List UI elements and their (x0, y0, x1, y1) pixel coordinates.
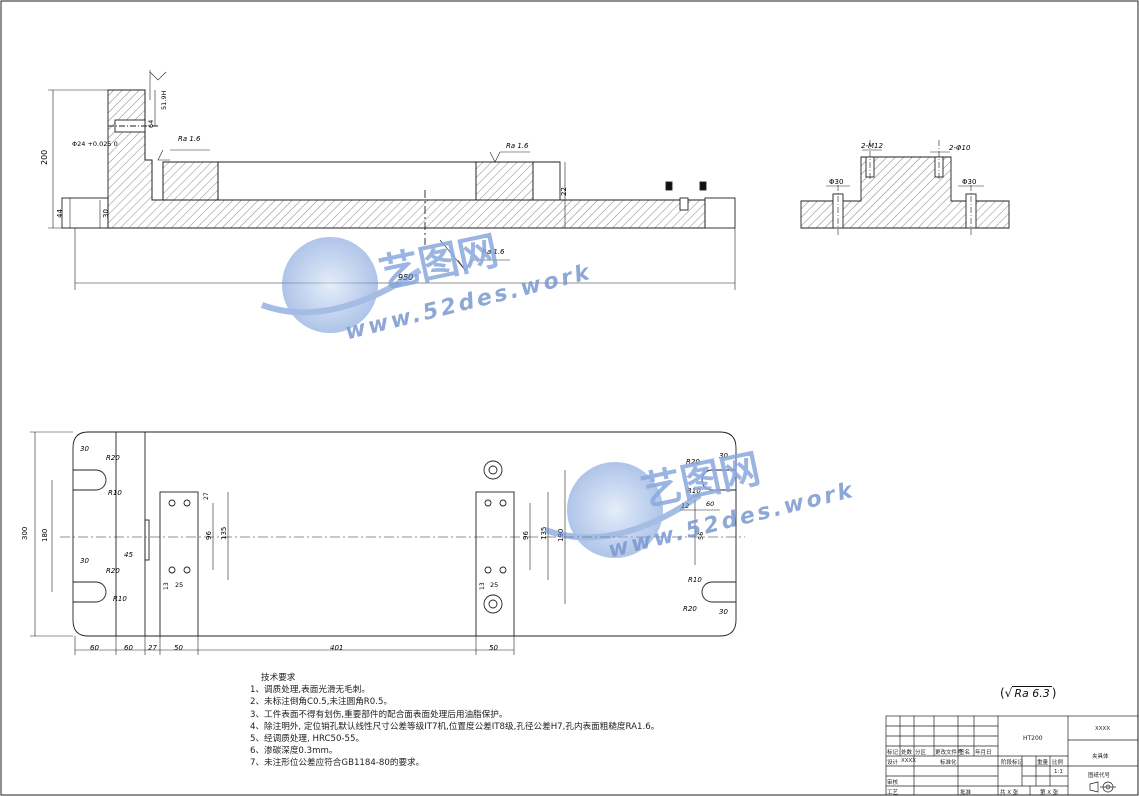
dim-135-b: 135 (540, 527, 548, 540)
dim-56: 56 (697, 532, 705, 540)
roughness-2: Ra 1.6 (506, 142, 529, 150)
tb-cell: 年月日 (975, 750, 992, 756)
note-line: 3、工件表面不得有划伤,重要部件的配合面表面处理后用油脂保护。 (250, 709, 508, 720)
projection-symbol (1089, 781, 1116, 793)
dim-44: 44 (56, 209, 64, 218)
tb-scale: 1:1 (1054, 769, 1063, 775)
dim-phi24: Φ24 +0.025 0 (72, 140, 118, 148)
tb-cell: 处数 (901, 750, 913, 756)
tb-stage: 阶段标记 (1001, 760, 1024, 766)
dim-300: 300 (21, 527, 29, 540)
dim-30: 30 (102, 209, 110, 218)
note-line: 2、未标注倒角C0.5,未注圆角R0.5。 (250, 697, 393, 708)
tb-sheet: 第 X 张 (1040, 790, 1059, 796)
side-section-view (800, 140, 1010, 235)
note-line: 4、除注明外, 定位销孔默认线性尺寸公差等级IT7机,位置度公差IT8级,孔径公… (250, 721, 660, 732)
dim-flat: 51.9H (160, 91, 168, 110)
roughness-3: Ra 1.6 (482, 248, 505, 256)
plan-view (30, 431, 745, 655)
dim-96-b: 96 (522, 531, 530, 540)
dim-30-b: 30 (80, 557, 89, 565)
dim-r20-b: R20 (106, 567, 120, 575)
dim-401: 401 (330, 644, 343, 652)
tb-weight: 重量 (1037, 760, 1049, 766)
tb-sheets: 共 X 张 (1000, 790, 1019, 796)
roughness-value: Ra 6.3 (1012, 686, 1052, 700)
tb-designer: XXXX (901, 758, 917, 764)
dim-22: 22 (560, 187, 568, 196)
dim-25-a: 25 (175, 581, 183, 589)
dim-200: 200 (40, 150, 49, 165)
dim-27: 27 (148, 644, 157, 652)
dim-30-a: 30 (80, 445, 89, 453)
dim-r20-a: R20 (106, 454, 120, 462)
tb-cell: 标记 (887, 750, 899, 756)
dim-135-a: 135 (220, 527, 228, 540)
dim-13-b: 13 (479, 582, 486, 590)
tb-drawing-no: 图纸代号 (1088, 773, 1111, 779)
dim-r10-a: R10 (108, 489, 122, 497)
tb-design: 设计 (887, 760, 899, 766)
notes-title: 技术要求 (261, 673, 296, 683)
title-block (885, 715, 1139, 796)
watermark-logo-2 (543, 462, 702, 558)
dim-25-b: 25 (490, 581, 498, 589)
technical-requirements: 技术要求 1、调质处理,表面光滑无毛刺。 2、未标注倒角C0.5,未注圆角R0.… (250, 672, 659, 770)
label-phi10: 2-Φ10 (949, 144, 971, 152)
front-section-view (48, 70, 736, 290)
dim-r20-c: R20 (686, 458, 700, 466)
dim-30-d: 30 (719, 608, 728, 616)
tb-material: HT200 (1023, 735, 1043, 742)
tb-name: 夹具体 (1092, 754, 1109, 760)
general-roughness: (√Ra 6.3) (1000, 686, 1057, 700)
dim-180: 180 (41, 529, 49, 542)
label-phi30-left: Φ30 (829, 178, 843, 186)
label-m12: 2-M12 (861, 142, 883, 150)
tb-process: 工艺 (887, 790, 899, 796)
note-line: 1、调质处理,表面光滑无毛刺。 (250, 685, 370, 696)
tb-cell: 更改文件号 (935, 750, 963, 756)
dim-13-a: 13 (163, 582, 170, 590)
dim-64: 64 (147, 120, 155, 128)
dim-60-a: 60 (90, 644, 99, 652)
note-line: 5、经调质处理, HRC50-55。 (250, 734, 365, 745)
dim-60-b: 60 (124, 644, 133, 652)
dim-60-c: 60 (706, 500, 714, 508)
dim-30-c: 30 (719, 452, 728, 460)
dim-r10-d: R10 (688, 576, 702, 584)
tb-cell: 分区 (915, 750, 927, 756)
tb-code: XXXX (1095, 726, 1111, 732)
dim-27-b: 27 (203, 492, 210, 500)
label-phi30-right: Φ30 (962, 178, 976, 186)
tb-std: 标准化 (940, 760, 957, 766)
dim-r10-c: R10 (687, 487, 701, 495)
dim-50-b: 50 (489, 644, 498, 652)
dim-50-a: 50 (174, 644, 183, 652)
dim-r20-d: R20 (683, 605, 697, 613)
note-line: 6、渗碳深度0.3mm。 (250, 746, 338, 757)
dim-r10-b: R10 (113, 595, 127, 603)
tb-approve: 批准 (960, 790, 972, 796)
dim-96-a: 96 (205, 531, 213, 540)
note-line: 7、未注形位公差应符合GB1184-80的要求。 (250, 758, 425, 769)
tb-ratio: 比例 (1052, 760, 1064, 766)
dim-45: 45 (124, 551, 133, 559)
watermark-logo-1 (260, 237, 422, 333)
tb-check: 审核 (887, 780, 899, 786)
tb-cell: 签名 (959, 750, 971, 756)
roughness-1: Ra 1.6 (178, 135, 201, 143)
